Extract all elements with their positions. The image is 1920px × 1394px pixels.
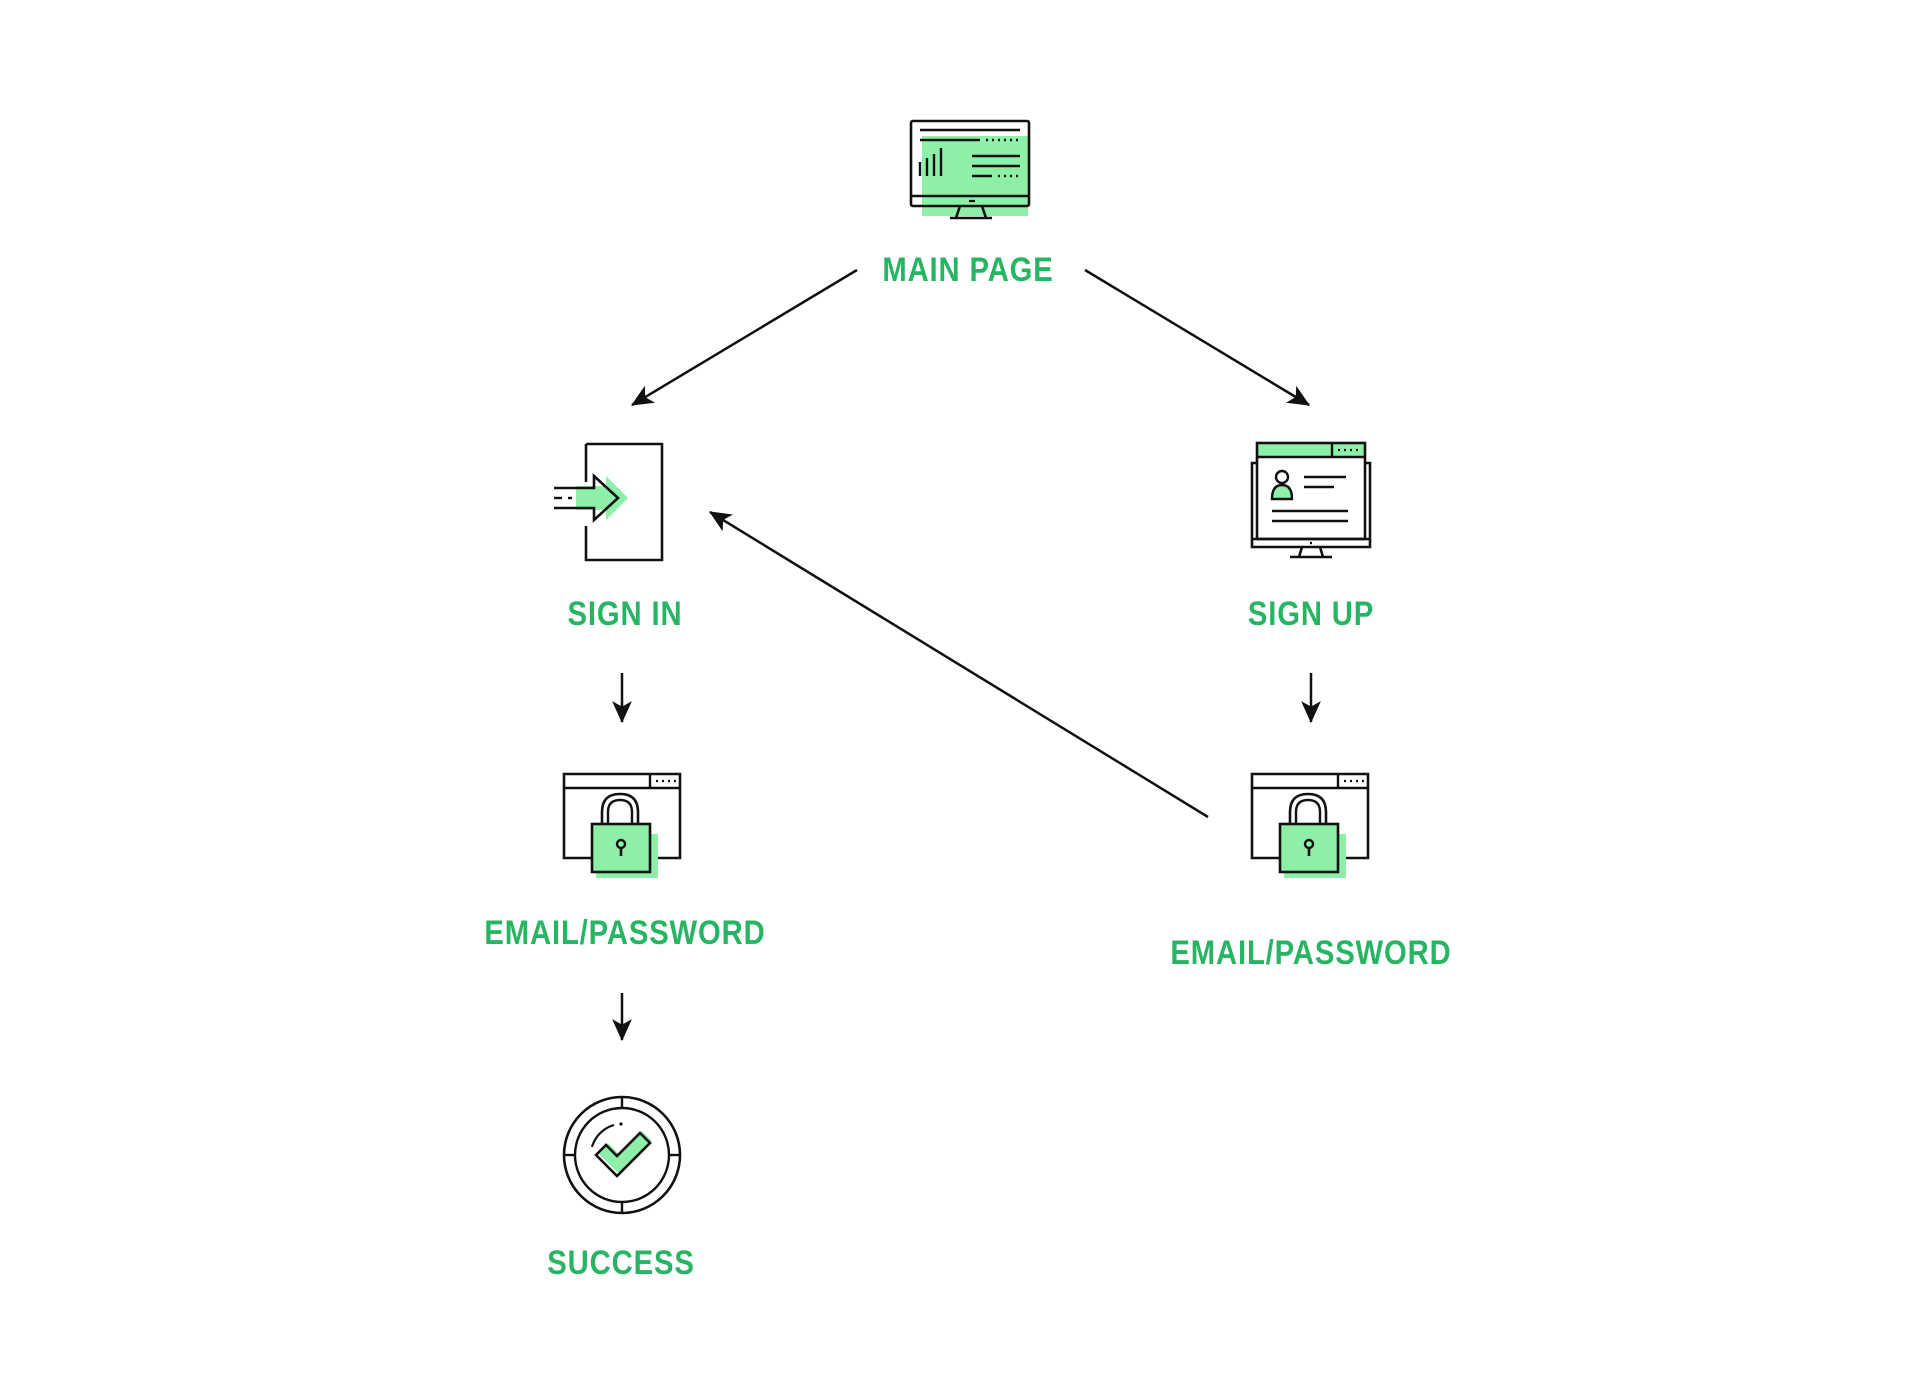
edge-main-to-signin <box>631 268 858 407</box>
checkmark-badge-icon <box>562 1095 682 1215</box>
edge-email-to-signin <box>709 510 1209 819</box>
node-label-success: SUCCESS <box>547 1244 695 1282</box>
node-label-main-page: MAIN PAGE <box>882 251 1054 289</box>
edges <box>612 268 1321 1042</box>
browser-padlock-icon <box>1250 772 1370 878</box>
sign-in-door-arrow-icon <box>554 442 664 562</box>
monitor-dashboard-icon <box>909 119 1031 220</box>
node-label-email-password-left: EMAIL/PASSWORD <box>484 914 766 952</box>
node-label-sign-up: SIGN UP <box>1247 595 1375 633</box>
node-label-sign-in: SIGN IN <box>567 595 683 633</box>
edge-main-to-signup <box>1084 268 1310 407</box>
browser-padlock-icon <box>562 772 682 878</box>
node-label-email-password-right: EMAIL/PASSWORD <box>1170 934 1452 972</box>
monitor-profile-form-icon <box>1250 441 1372 559</box>
